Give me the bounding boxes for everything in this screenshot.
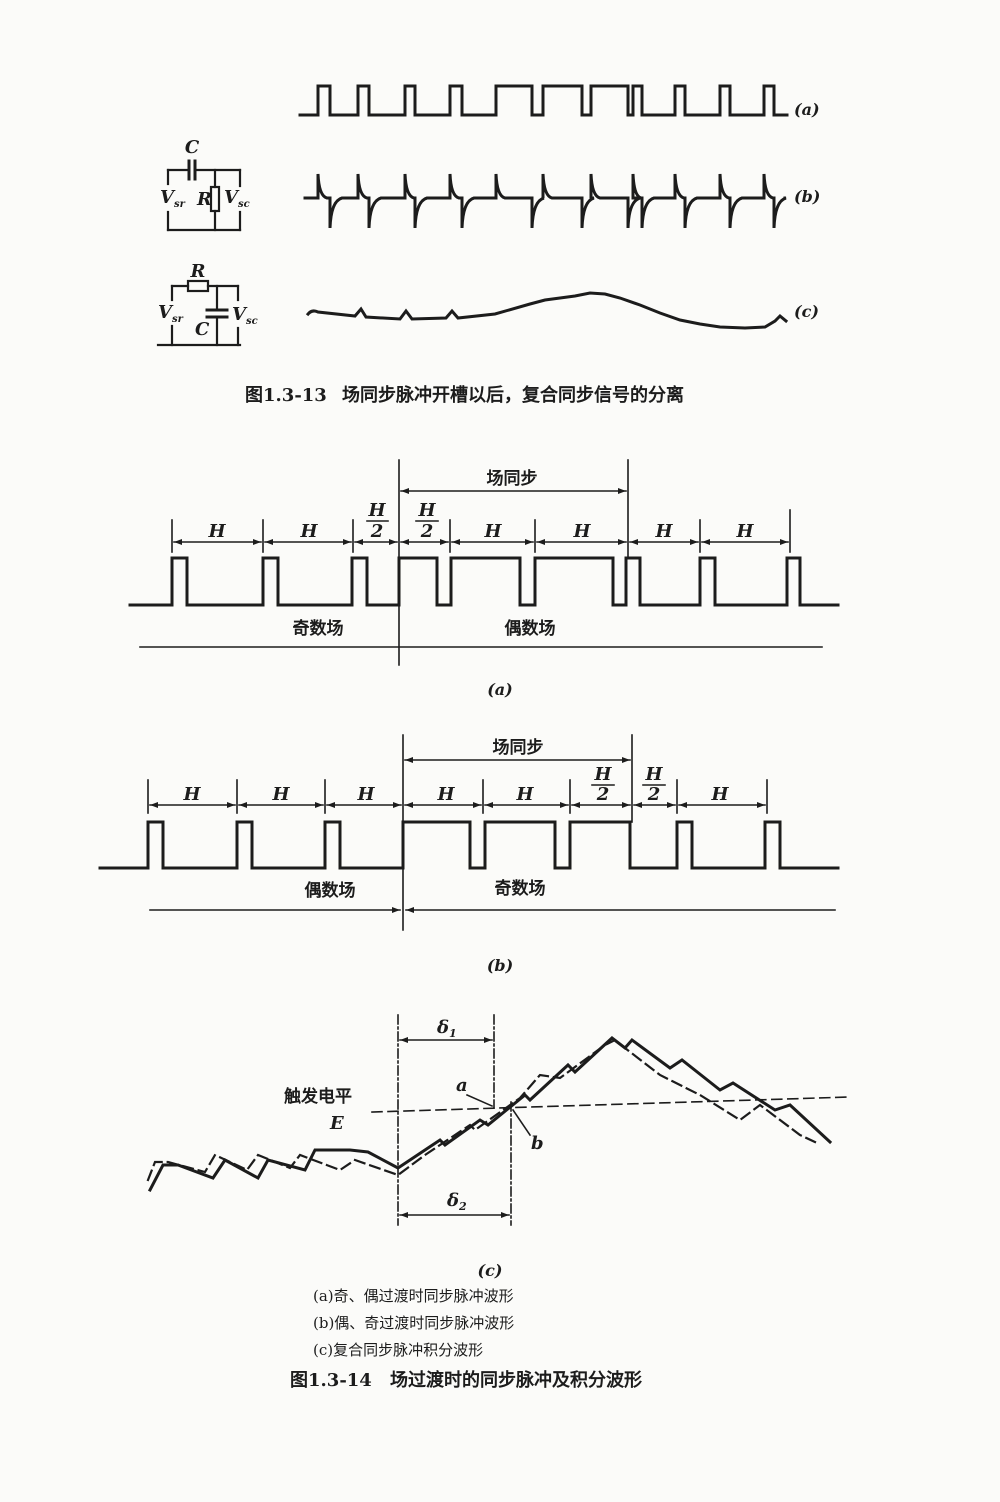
interval-label-h: H [654,521,673,542]
legend-item-c: (c)复合同步脉冲积分波形 [313,1341,483,1359]
resistor-label: R [196,189,212,210]
waveform-label-b: (b) [794,187,820,206]
interval-label-h: H [436,784,455,805]
delta2-subscript: 2 [458,1200,467,1213]
crossing-point-a-label: a [456,1075,468,1096]
output-voltage-label: Vsc [224,187,250,210]
figure-1-3-14-c: δ1 δ2 触发电平 E a b (c) [146,1014,851,1280]
figure-caption: 场同步脉冲开槽以后，复合同步信号的分离 [342,384,684,406]
interval-label-half-numerator: H [644,764,663,785]
even-field-integrated-waveform [146,1038,817,1182]
field-sync-label: 场同步 [487,468,538,489]
output-voltage-subscript: sc [246,316,258,327]
even-odd-transition-sync-waveform [98,820,840,870]
legend-item-a: (a)奇、偶过渡时同步脉冲波形 [313,1287,514,1305]
input-voltage-label: Vsr [160,187,186,210]
delta2-label: δ2 [446,1190,467,1213]
interval-label-h: H [483,521,502,542]
capacitor-label: C [185,137,200,158]
even-field-label: 偶数场 [505,618,556,639]
input-voltage-subscript: sr [172,314,184,325]
legend-item-b: (b)偶、奇过渡时同步脉冲波形 [313,1314,514,1332]
waveform-label-c: (c) [794,302,819,321]
odd-field-label: 奇数场 [495,878,546,899]
trigger-level-label: 触发电平 [283,1086,352,1107]
odd-field-label: 奇数场 [293,618,344,639]
interval-labels: H H H H H H 2 H 2 H [182,764,729,805]
output-voltage-label: Vsc [232,304,258,327]
delta1-label: δ1 [436,1017,457,1040]
crossing-point-b-label: b [531,1133,544,1154]
figure-number: 图1.3-13 [245,385,327,406]
waveform-label-a: (a) [794,100,820,119]
leader-line-b [511,1108,532,1137]
figure-1-3-14-b: 场同步 H H H H H H 2 [98,734,840,975]
odd-field-integrated-waveform [147,1036,833,1193]
figure-caption: 场过渡时的同步脉冲及积分波形 [390,1369,642,1391]
leader-line-a [465,1093,494,1108]
interval-label-half-denominator: 2 [420,521,434,542]
figure-1-3-13: (a) C R Vsr Vsc (b) [156,84,820,406]
interval-label-h: H [207,521,226,542]
interval-label-half-denominator: 2 [596,784,610,805]
output-voltage-subscript: sc [238,199,250,210]
composite-sync-waveform [298,84,789,117]
interval-label-half-numerator: H [417,500,436,521]
interval-label-h: H [182,784,201,805]
subfigure-label-a: (a) [487,680,513,699]
output-voltage-symbol: V [224,187,240,208]
differentiated-waveform [303,173,787,229]
interval-label-h: H [572,521,591,542]
interval-label-half-denominator: 2 [370,521,384,542]
figure-number: 图1.3-14 [290,1370,372,1391]
even-field-label: 偶数场 [305,880,356,901]
interval-label-half-numerator: H [593,764,612,785]
input-voltage-symbol: V [158,302,174,323]
input-voltage-symbol: V [160,187,176,208]
interval-label-half-numerator: H [367,500,386,521]
subfigure-label-b: (b) [487,956,513,975]
input-voltage-subscript: sr [174,199,186,210]
delta1-subscript: 1 [449,1027,457,1040]
interval-label-h: H [515,784,534,805]
interval-label-h: H [710,784,729,805]
interval-labels: H H H 2 H 2 H H H H [207,500,754,542]
interval-label-h: H [299,521,318,542]
cr-differentiator-circuit: C R Vsr Vsc [160,137,250,232]
interval-label-half-denominator: 2 [647,784,661,805]
figure-1-3-14-a: 场同步 H H H 2 H 2 [128,459,840,699]
interval-label-h: H [735,521,754,542]
interval-ticks [147,779,768,814]
field-sync-label: 场同步 [493,737,544,758]
subfigure-label-c: (c) [478,1261,503,1280]
resistor [209,185,221,213]
resistor [186,279,210,293]
interval-label-h: H [356,784,375,805]
figure-1-3-14-legend: (a)奇、偶过渡时同步脉冲波形 (b)偶、奇过渡时同步脉冲波形 (c)复合同步脉… [313,1287,514,1359]
trigger-level-line [371,1096,851,1113]
odd-even-transition-sync-waveform [128,556,840,607]
integrated-waveform [305,291,789,330]
output-voltage-symbol: V [232,304,248,325]
interval-label-h: H [271,784,290,805]
delta2-symbol: δ [446,1190,459,1211]
capacitor-label: C [195,319,210,340]
delta1-symbol: δ [436,1017,449,1038]
resistor-label: R [190,261,206,282]
interval-ticks [171,509,791,553]
input-voltage-label: Vsr [158,302,184,325]
rc-integrator-circuit: R C Vsr Vsc [156,261,258,347]
trigger-level-symbol: E [329,1113,344,1134]
